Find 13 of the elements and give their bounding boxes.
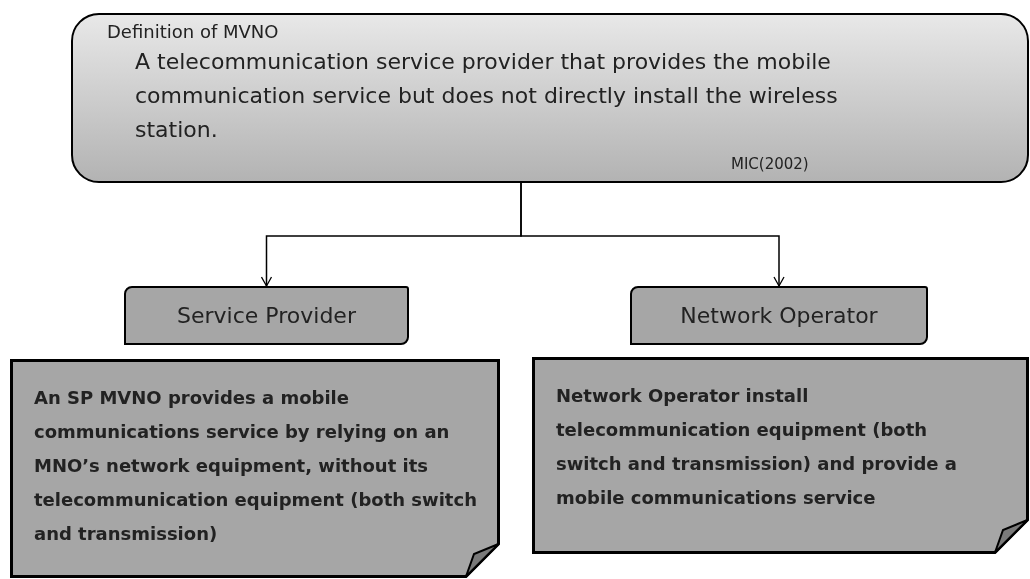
category-label: Network Operator: [680, 302, 878, 330]
category-box: [630, 286, 928, 345]
category-label: Service Provider: [177, 302, 356, 330]
note-box: [10, 359, 500, 578]
box-heading: Definition of MVNO: [107, 21, 279, 44]
category-box: [124, 286, 409, 345]
definition-text: A telecommunication service provider that provides the mobile communication service but does not directly install the wireless station.: [135, 48, 839, 144]
note-text: An SP MVNO provides a mobile communications service by relying on an MNO’s network equipment, without its telecommunication equipment (both switch and transmission): [34, 386, 478, 546]
definition-box: [71, 13, 1029, 183]
note-box: [532, 357, 1029, 554]
source-note: MIC(2002): [731, 155, 809, 174]
note-text: Network Operator install telecommunication equipment (both switch and transmission) and provide a mobile communications service: [556, 384, 958, 510]
connector-arrow: [520, 182, 785, 287]
